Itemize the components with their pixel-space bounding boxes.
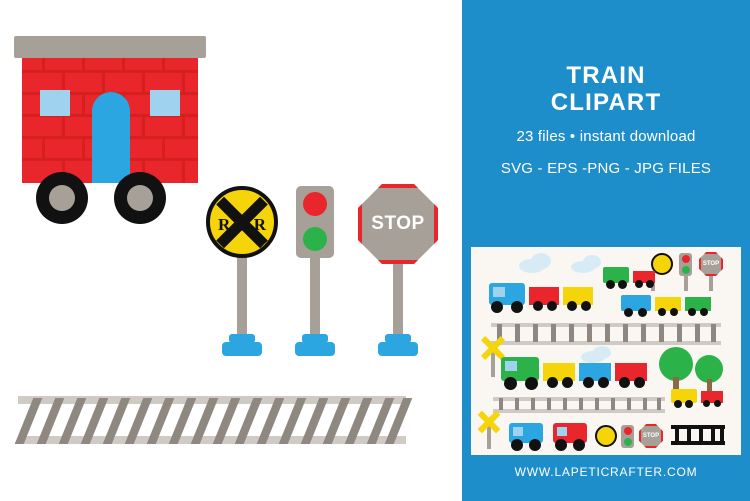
- train-car-window-right: [150, 90, 180, 116]
- train-car-door: [92, 92, 130, 183]
- product-subtitle: 23 files • instant download: [516, 128, 696, 145]
- website-url: WWW.LAPETICRAFTER.COM: [514, 465, 698, 479]
- train-car-roof: [14, 36, 206, 58]
- product-title-line2: CLIPART: [550, 89, 662, 116]
- stop-sign-base: [378, 342, 418, 356]
- crossing-sign-pole: [237, 252, 247, 348]
- traffic-light-pole: [310, 252, 320, 348]
- preview-stop-label: STOP: [702, 261, 720, 267]
- train-car-window-left: [40, 90, 70, 116]
- traffic-light-base-top: [302, 334, 328, 343]
- product-formats: SVG - EPS -PNG - JPG FILES: [500, 160, 712, 177]
- stop-sign-pole: [393, 258, 403, 348]
- product-title: TRAIN CLIPART: [462, 62, 750, 116]
- traffic-light-green-lamp: [303, 227, 327, 251]
- crossing-letter-right: R: [253, 215, 266, 234]
- traffic-light-base: [295, 342, 335, 356]
- preview-stop-sign-bottom: STOP: [639, 424, 663, 448]
- artwork-panel: R R STOP: [14, 36, 438, 444]
- wheel-hub: [49, 185, 75, 211]
- stop-sign-base-top: [385, 334, 411, 343]
- train-car-wheel-left: [36, 172, 88, 224]
- stop-sign-label: STOP: [371, 213, 425, 234]
- crossing-sign-base-top: [229, 334, 255, 343]
- traffic-light-red-lamp: [303, 192, 327, 216]
- preview-stop-label-bottom: STOP: [642, 433, 660, 439]
- wheel-hub: [127, 185, 153, 211]
- preview-stop-sign-top: STOP: [699, 252, 723, 276]
- preview-traffic-light-bottom: [621, 425, 634, 448]
- train-car-wheel-right: [114, 172, 166, 224]
- preview-traffic-light: [679, 253, 692, 276]
- product-title-line1: TRAIN: [566, 62, 646, 89]
- clipart-preview-collage: STOP: [471, 247, 741, 455]
- stop-sign-icon: STOP: [358, 184, 438, 264]
- crossing-sign-base: [222, 342, 262, 356]
- railroad-crossing-icon: R R: [206, 186, 278, 258]
- railroad-track-illustration: [14, 396, 413, 444]
- traffic-light-housing: [296, 186, 334, 258]
- preview-crossing-sign: [651, 253, 673, 275]
- preview-crossing-sign-bottom: [595, 425, 617, 447]
- crossing-letter-left: R: [218, 215, 231, 234]
- track-rail-bottom: [18, 436, 406, 444]
